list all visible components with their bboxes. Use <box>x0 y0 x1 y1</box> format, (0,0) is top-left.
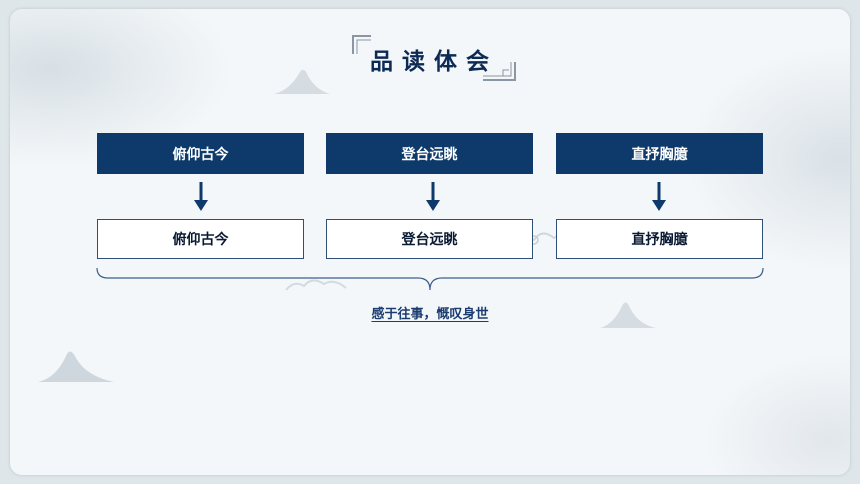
curly-brace <box>96 267 764 291</box>
corner-ornament-icon <box>483 62 516 81</box>
arrow-down-icon <box>426 182 440 211</box>
detail-box-1: 俯仰古今 <box>97 219 304 259</box>
heading-box-3: 直抒胸臆 <box>556 133 763 174</box>
ink-mountain-decoration <box>600 302 656 328</box>
summary-text: 感于往事，慨叹身世 <box>371 307 489 322</box>
cloud-pattern-decoration <box>285 279 347 291</box>
heading-box-1: 俯仰古今 <box>97 133 304 174</box>
detail-box-2: 登台远眺 <box>326 219 533 259</box>
ink-mountain-decoration <box>274 69 330 94</box>
detail-box-3: 直抒胸臆 <box>556 219 763 259</box>
ink-mountain-decoration <box>38 351 114 382</box>
page-title: 品读体会 <box>370 48 498 75</box>
title-frame: 品读体会 <box>351 34 517 82</box>
heading-box-2: 登台远眺 <box>326 133 533 174</box>
arrow-down-icon <box>652 182 666 211</box>
arrow-down-icon <box>194 182 208 211</box>
corner-ornament-icon <box>352 35 371 54</box>
